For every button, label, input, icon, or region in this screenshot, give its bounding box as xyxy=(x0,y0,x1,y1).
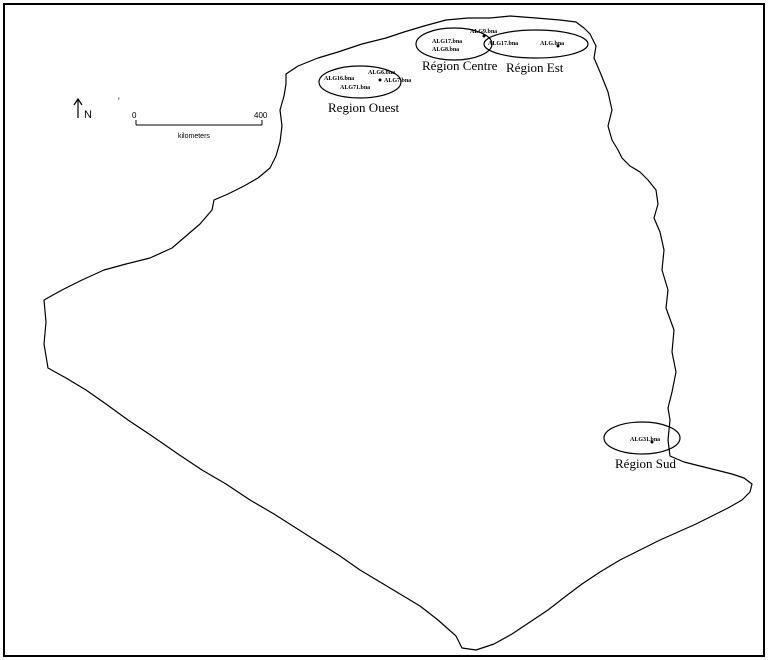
site-label: ALG71.bna xyxy=(340,85,370,91)
region-label: Région Sud xyxy=(615,456,677,471)
region-label: Région Est xyxy=(506,60,564,75)
site-label: ALG31.bna xyxy=(630,437,660,443)
site-marker xyxy=(650,440,654,444)
scale-bar-min-label: 0 xyxy=(132,111,137,120)
site-marker xyxy=(378,78,382,82)
site-marker xyxy=(482,34,486,38)
site-label: ALG6.bna xyxy=(368,70,395,76)
site-label: ALG7.bna xyxy=(384,78,411,84)
region-est: ALG17.bna ALG.bna Région Est xyxy=(483,29,589,75)
site-label: ALG9.bna xyxy=(470,29,497,35)
scale-bar: 0 400 kilometers xyxy=(132,111,268,140)
country-outline xyxy=(43,15,753,651)
region-sud: ALG31.bna Région Sud xyxy=(603,421,681,471)
site-label: ALG16.bna xyxy=(324,76,354,82)
region-ouest: ALG16.bna ALG6.bna ALG7.bna ALG71.bna Re… xyxy=(318,65,411,115)
north-arrow-label: N xyxy=(84,109,92,121)
site-label: ALG8.bna xyxy=(432,47,459,53)
north-arrow: N xyxy=(73,97,92,121)
site-label: ALG.bna xyxy=(540,41,564,47)
site-label: ALG17.bna xyxy=(432,39,462,45)
site-label: ALG17.bna xyxy=(488,41,518,47)
tick-mark: ' xyxy=(118,96,120,106)
scale-bar-max-label: 400 xyxy=(254,111,268,120)
site-marker xyxy=(556,44,560,48)
region-label: Région Centre xyxy=(422,58,498,73)
map-frame-border xyxy=(3,3,765,657)
region-centre: ALG17.bna ALG8.bna ALG9.bna Région Centr… xyxy=(415,27,498,73)
scale-bar-unit-label: kilometers xyxy=(178,133,210,140)
region-label: Region Ouest xyxy=(328,100,400,115)
